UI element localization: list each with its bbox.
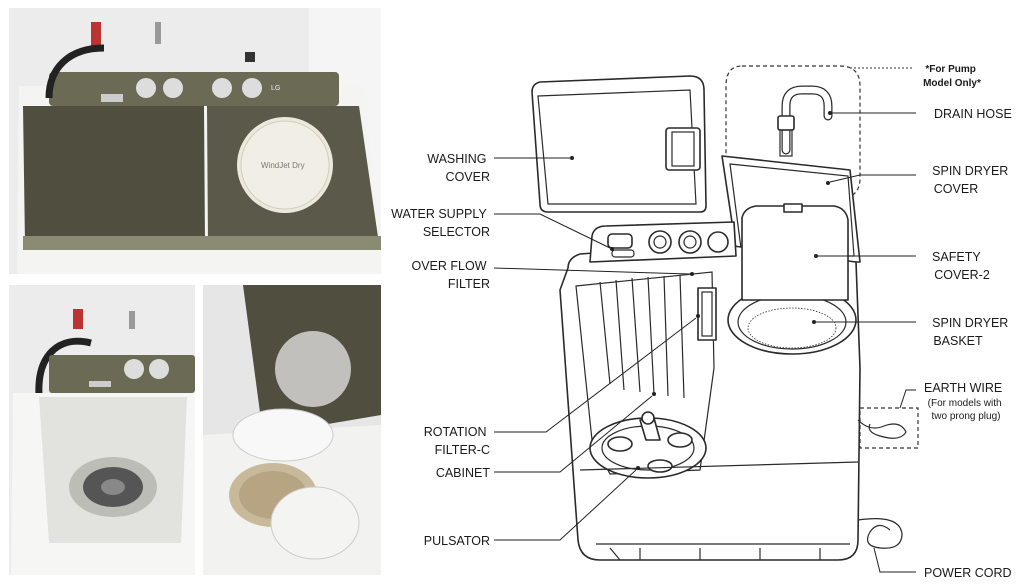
label-earth-wire: EARTH WIRE <box>924 381 1002 395</box>
power-cord <box>857 518 903 549</box>
label-earth-wire-note: (For models with two prong plug) <box>928 398 1005 422</box>
label-drain-hose: DRAIN HOSE <box>934 107 1012 121</box>
label-washing-cover: WASHING COVER <box>427 152 490 184</box>
earth-wire-region <box>859 407 919 449</box>
photo-wash-tub <box>9 285 195 575</box>
over-flow-filter <box>697 287 717 341</box>
logo-text: LG <box>271 85 280 92</box>
label-spin-dryer-cover: SPIN DRYER COVER <box>932 164 1012 196</box>
washing-cover <box>531 75 707 213</box>
label-spin-dryer-basket: SPIN DRYER BASKET <box>932 316 1012 348</box>
safety-cover-2 <box>741 205 849 301</box>
label-rotation-filter: ROTATION FILTER-C <box>424 425 490 457</box>
label-over-flow-filter: OVER FLOW FILTER <box>412 259 491 291</box>
brand-text: WindJet Dry <box>261 161 305 170</box>
label-cabinet: CABINET <box>436 466 491 480</box>
photo-spin-basket <box>203 285 381 575</box>
label-power-cord: POWER CORD <box>924 566 1012 580</box>
label-water-supply-selector: WATER SUPPLY SELECTOR <box>391 207 490 239</box>
label-safety-cover-2: SAFETY COVER-2 <box>932 250 990 282</box>
label-pump-note: *For Pump Model Only* <box>923 64 981 89</box>
label-pulsator: PULSATOR <box>424 534 490 548</box>
earth-wire <box>857 419 907 439</box>
photo-top-view: LG WindJet Dry <box>9 8 381 274</box>
